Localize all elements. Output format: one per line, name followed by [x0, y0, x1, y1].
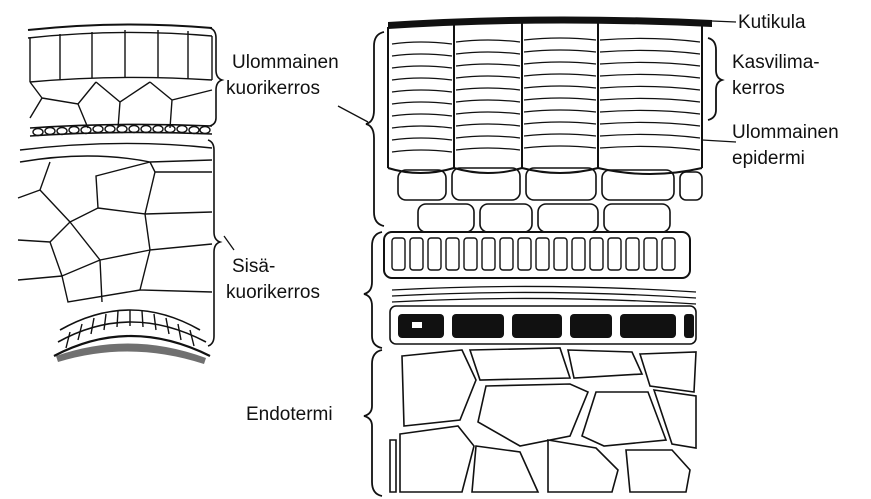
endodermis-cells	[390, 348, 696, 492]
label-kasvilimakerros-1: Kasvilima-	[732, 52, 820, 73]
mucilage-layer-lines	[392, 38, 700, 152]
right-section-drawing	[384, 16, 712, 492]
dark-cell-row	[398, 314, 694, 338]
label-ulommainen-kuorikerros-1: Ulommainen	[232, 52, 339, 73]
leader-epidermi	[702, 140, 736, 142]
brace-outer-cortex	[366, 32, 384, 226]
label-ulommainen-kuorikerros-2: kuorikerros	[226, 78, 320, 99]
label-kasvilimakerros-2: kerros	[732, 78, 785, 99]
leader-kutikula	[712, 21, 736, 22]
left-section-drawing	[18, 24, 212, 364]
leader-inner-cortex	[224, 236, 234, 250]
label-endotermi: Endotermi	[246, 404, 333, 425]
bracket-inner-cortex-left	[208, 140, 220, 346]
sclerenchyma-row	[392, 238, 675, 270]
brace-mucilage	[708, 38, 722, 120]
label-sisakuorikerros-2: kuorikerros	[226, 282, 320, 303]
label-ulommainen-epidermi-2: epidermi	[732, 148, 805, 169]
left-brackets	[208, 28, 222, 346]
label-sisakuorikerros-1: Sisä-	[232, 256, 275, 277]
cuticle-band	[388, 16, 712, 29]
brace-inner-cortex	[364, 232, 382, 348]
brace-endodermis	[364, 350, 382, 496]
outer-cortex-cells	[398, 168, 702, 232]
leader-outer-cortex	[338, 106, 368, 122]
label-kutikula: Kutikula	[738, 12, 806, 33]
label-ulommainen-epidermi-1: Ulommainen	[732, 122, 839, 143]
